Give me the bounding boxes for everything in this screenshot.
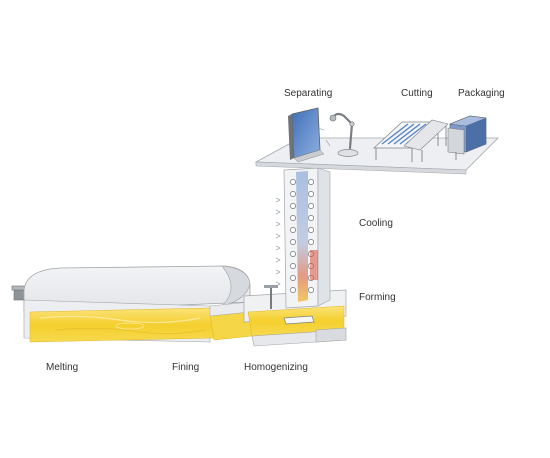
glass-ribbon	[296, 171, 308, 302]
melt-swirl	[54, 328, 206, 334]
packaging-rack	[447, 127, 465, 155]
cutting-conveyor	[403, 119, 449, 151]
stirrer-head	[264, 285, 278, 288]
screen-base	[293, 149, 325, 163]
cutting-station	[373, 119, 449, 162]
packaging-station	[447, 115, 487, 160]
separating-station	[288, 107, 359, 163]
tower-side	[317, 167, 331, 307]
label-homogenizing: Homogenizing	[244, 362, 308, 373]
robot-joint	[349, 121, 355, 127]
glass-screen	[291, 107, 321, 159]
forming-tray	[283, 315, 315, 325]
platform-edge	[255, 161, 467, 175]
cooling-arrows	[275, 197, 281, 287]
screen-frame	[288, 114, 294, 160]
robot-gripper	[329, 114, 337, 122]
label-cooling: Cooling	[359, 218, 393, 229]
label-packaging: Packaging	[458, 88, 505, 99]
stack-side	[466, 118, 486, 152]
robot-arm-upper	[332, 112, 354, 126]
melting-furnace	[11, 265, 251, 343]
label-fining: Fining	[172, 362, 200, 373]
label-separating: Separating	[284, 88, 333, 99]
separating-arrow	[317, 127, 325, 131]
cooling-tower	[275, 167, 331, 309]
melt-swirl	[115, 322, 145, 330]
robot-arm-lower	[348, 122, 354, 150]
basin-side	[315, 327, 347, 343]
label-cutting: Cutting	[401, 88, 433, 99]
glass-melt	[29, 307, 215, 343]
label-melting: Melting	[46, 362, 79, 373]
stirrer-shaft	[270, 287, 272, 309]
separating-arrow	[325, 139, 331, 147]
melt-swirl	[39, 315, 201, 324]
furnace-dome-end	[221, 265, 251, 307]
label-forming: Forming	[359, 292, 396, 303]
hot-zone	[310, 250, 318, 280]
robot-base	[337, 149, 359, 157]
